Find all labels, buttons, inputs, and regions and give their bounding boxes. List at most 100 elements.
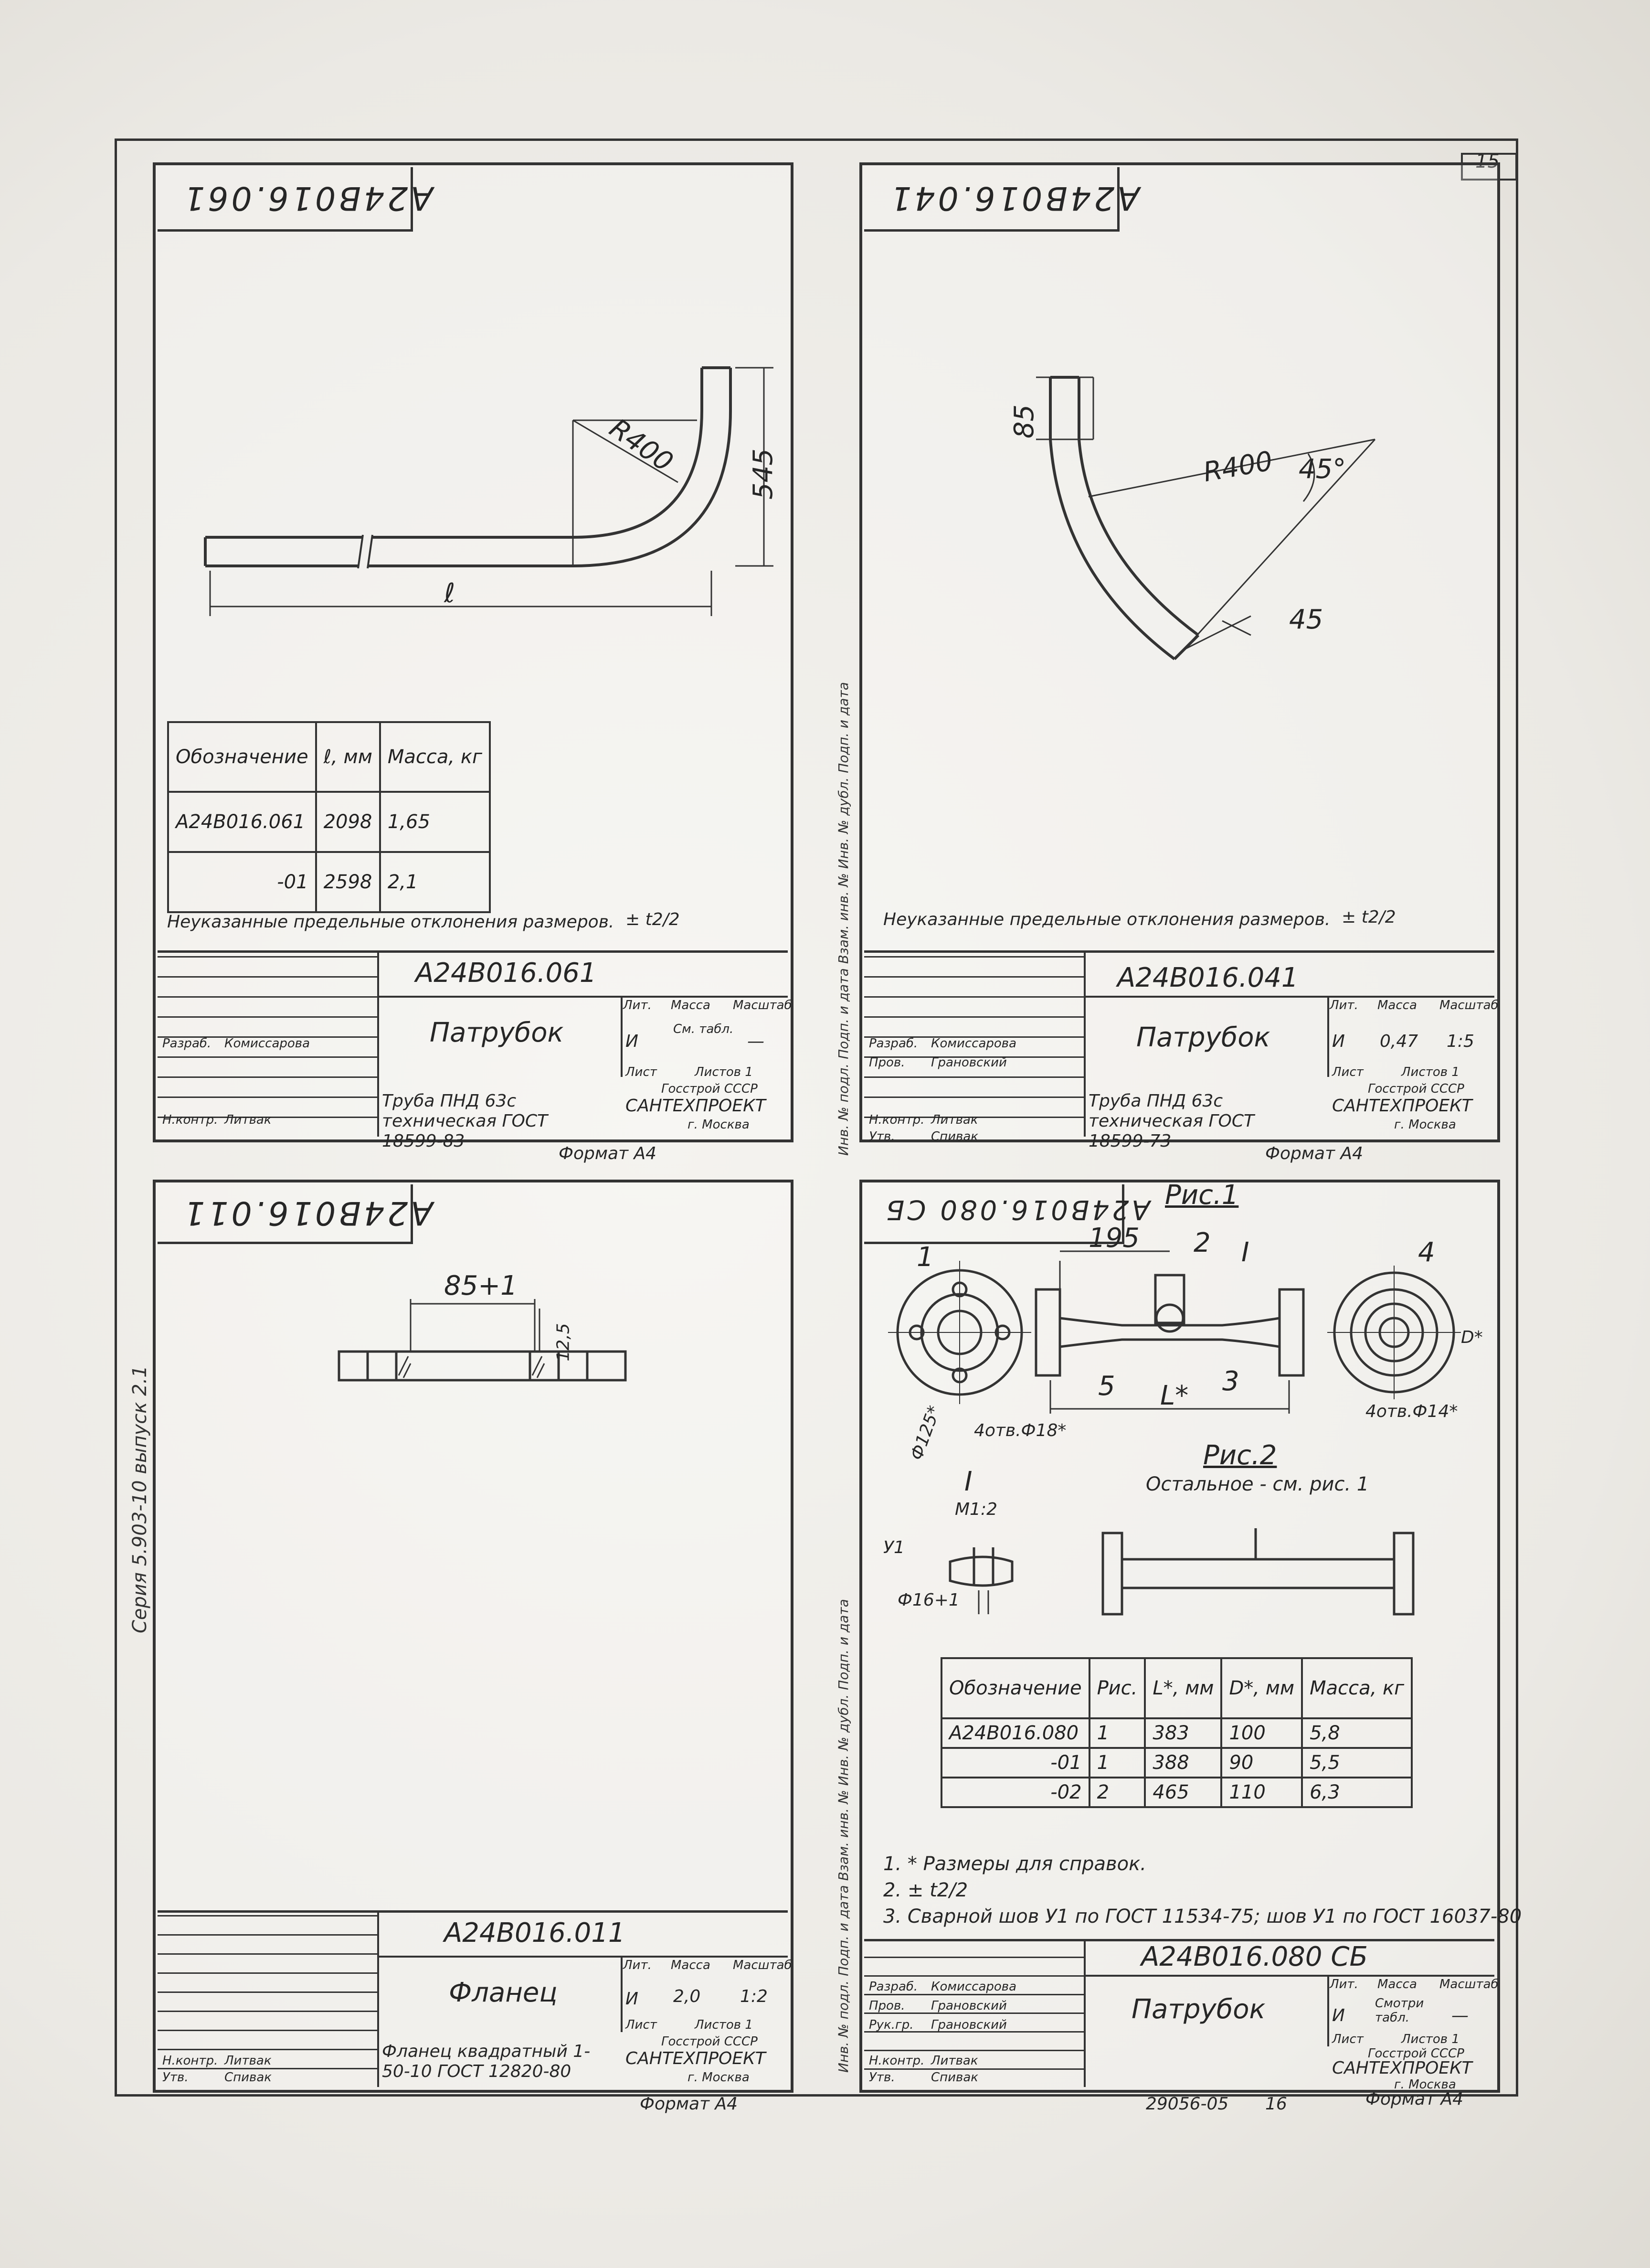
list-header-080: Лист [1332,2032,1364,2046]
title-block-011 [158,1910,788,2089]
format-011: Формат А4 [640,2094,738,2114]
org-main-061: САНТЕХПРОЕКТ [625,1096,766,1116]
mass-header-011: Масса [671,1958,710,1972]
lists-header-011: Листов 1 [695,2018,753,2032]
scale-header-061: Масштаб [733,998,792,1012]
table-cell: 388 [1144,1747,1223,1778]
org-main-080: САНТЕХПРОЕКТ [1332,2058,1472,2078]
org-city-041: г. Москва [1394,1118,1456,1132]
note-1: 1. * Размеры для справок. [883,1853,1146,1875]
person-role-011-1: Н.контр. [162,2054,218,2068]
lit-value-011: И [625,1989,638,2009]
code-stamp-080: А24В016.080 СБ [1141,1941,1368,1972]
lit-box-061 [621,996,790,1077]
person-name-080-2: Грановский [931,1999,1007,2013]
detail-callout: I [1241,1237,1249,1268]
org-city-080: г. Москва [1394,2077,1456,2092]
table-cell: -01 [941,1747,1090,1778]
dim-dd-080: D* [1461,1328,1483,1347]
dim-offset-080: 195 [1089,1223,1140,1254]
part-name-061: Патрубок [430,1017,564,1048]
part-name-011: Фланец [449,1977,558,2008]
tolerance-note-061: Неуказанные предельные отклонения размер… [167,912,614,932]
list-header-061: Лист [625,1065,657,1079]
lit-header-061: Лит. [623,998,652,1012]
table-header: Масса, кг [1301,1657,1413,1719]
title-grid-061 [158,950,379,1137]
format-041: Формат А4 [1265,1144,1364,1163]
dim-angle-041: 45° [1299,454,1346,485]
person-role-011-2: Утв. [162,2070,189,2085]
outer-frame [115,138,1518,2097]
dim-weld-080: У1 [883,1538,905,1557]
title-grid-080 [864,1939,1086,2087]
fig1-label: Рис.1 [1165,1180,1239,1211]
table-cell: 2 [1088,1777,1146,1808]
org-city-011: г. Москва [688,2070,750,2085]
table-080: Обозначение Рис. L*, мм D*, мм Масса, кг… [941,1657,1413,1808]
material-061: Труба ПНД 63с техническая ГОСТ 18599-83 [382,1091,548,1151]
code-box-061 [158,167,413,232]
title-block-041 [864,950,1494,1139]
title-block-080 [864,1939,1494,2089]
person-name-080-5: Спивак [931,2070,979,2085]
lists-header-041: Листов 1 [1401,1065,1460,1079]
code-stamp-061: А24В016.061 [415,958,597,989]
person-role-041-4: Утв. [869,1129,895,1144]
org-top-080: Госстрой СССР [1368,2046,1464,2061]
scale-header-080: Масштаб [1439,1977,1499,1991]
person-role-080-5: Утв. [869,2070,895,2085]
tolerance-note-041: Неуказанные предельные отклонения размер… [883,910,1331,929]
note-3: 3. Сварной шов У1 по ГОСТ 11534-75; шов … [883,1906,1522,1927]
title-divider-011 [377,1956,788,1958]
person-role-041-2: Пров. [869,1055,905,1070]
mass-header-061: Масса [671,998,710,1012]
person-name-080-4: Литвак [931,2054,978,2068]
mass-value-011: 2,0 [673,1987,701,2006]
lists-header-061: Листов 1 [695,1065,753,1079]
title-divider-080 [1084,1975,1494,1977]
lit-header-080: Лит. [1330,1977,1358,1991]
person-name-061-4: Литвак [224,1113,272,1127]
org-city-061: г. Москва [688,1118,750,1132]
lit-box-080 [1327,1975,1496,2046]
person-name-080-3: Грановский [931,2018,1007,2032]
scale-value-061: — [747,1032,764,1051]
table-cell: 100 [1220,1717,1303,1749]
org-top-011: Госстрой СССР [661,2034,758,2049]
code-box-080 [864,1184,1124,1244]
lit-box-041 [1327,996,1496,1077]
title-grid-011 [158,1910,379,2087]
person-name-041-3: Литвак [931,1113,978,1127]
material-011: Фланец квадратный 1-50-10 ГОСТ 12820-80 [382,2042,591,2081]
mass-value-080: Смотри табл. [1375,1996,1424,2025]
person-role-041-1: Разраб. [869,1036,918,1051]
detail-scale: М1:2 [955,1500,997,1519]
person-name-061-1: Разраб. [162,1036,212,1051]
table-cell: 465 [1144,1777,1223,1808]
scale-header-041: Масштаб [1439,998,1499,1012]
person-role-080-2: Пров. [869,1999,905,2013]
lit-value-061: И [625,1032,638,1051]
table-cell: -02 [941,1777,1090,1808]
format-061: Формат А4 [559,1144,657,1163]
callout-1: 1 [917,1242,934,1273]
table-cell: 383 [1144,1717,1223,1749]
dim-holes1-080: 4отв.Ф18* [974,1421,1067,1440]
person-name-041-4: Спивак [931,1129,979,1144]
lit-header-041: Лит. [1330,998,1358,1012]
person-role-080-4: Н.контр. [869,2054,925,2068]
lit-value-041: И [1332,1032,1345,1051]
dim-bottom-041: 45 [1289,604,1323,635]
table-cell: А24В016.061 [167,791,317,853]
dim-length-080: L* [1160,1380,1189,1411]
table-row: -02 2 465 110 6,3 [941,1777,1413,1808]
org-top-061: Госстрой СССР [661,1082,758,1096]
table-header: L*, мм [1144,1657,1223,1719]
table-row: -01 2598 2,1 [167,851,491,913]
table-cell: 90 [1220,1747,1303,1778]
table-cell: 2598 [315,851,381,913]
person-name-041-2: Грановский [931,1055,1007,1070]
